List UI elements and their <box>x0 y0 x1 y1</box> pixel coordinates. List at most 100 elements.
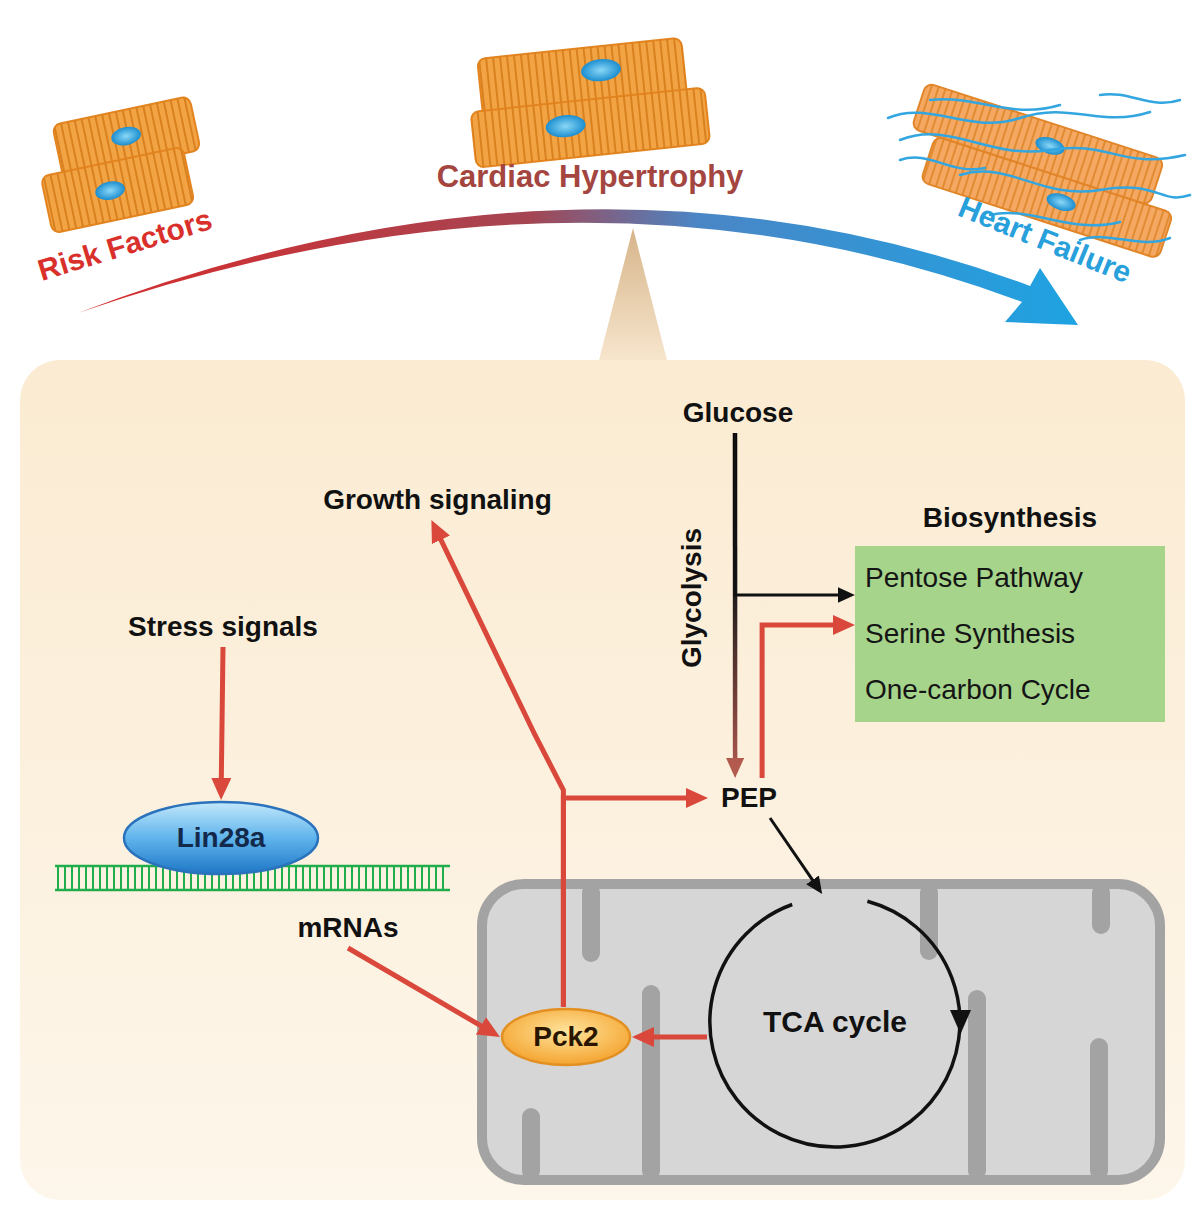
mrna-rung <box>414 866 416 890</box>
mrna-rung <box>421 866 423 890</box>
mrna-rung <box>400 866 402 890</box>
nucleus <box>580 57 622 83</box>
crista <box>582 884 600 962</box>
nucleus <box>1033 134 1066 158</box>
fiber <box>900 134 1185 159</box>
arrow-connector <box>770 818 817 886</box>
fiber <box>990 213 1120 225</box>
node-label: Growth signaling <box>323 483 552 517</box>
nucleus <box>545 113 587 139</box>
pathway-item: Serine Synthesis <box>865 617 1155 651</box>
mrna-rung <box>393 866 395 890</box>
arrow-connector <box>348 948 490 1031</box>
text-node: Stress signals <box>98 607 348 647</box>
fiber <box>1080 237 1170 242</box>
mrna-rung <box>372 866 374 890</box>
node-label: PEP <box>721 781 777 815</box>
cardiomyocyte <box>921 136 1174 259</box>
crista <box>1090 1038 1108 1180</box>
mrna-rung <box>379 866 381 890</box>
ellipse-fill <box>502 1009 630 1065</box>
striation <box>471 87 711 167</box>
cycle-arrowhead <box>950 1010 971 1034</box>
mrna-rung <box>92 866 94 890</box>
mrna-rung <box>323 866 325 890</box>
mrna-rung <box>127 866 129 890</box>
cardiomyocyte-group <box>31 96 211 233</box>
mrna-rung <box>281 866 283 890</box>
arrow-connector <box>563 798 696 1007</box>
pathway-item: One-carbon Cycle <box>865 673 1155 707</box>
mrna-rung <box>78 866 80 890</box>
pathway-box: BiosynthesisPentose PathwaySerine Synthe… <box>855 490 1165 722</box>
mrna-rung <box>344 866 346 890</box>
mrna-rung <box>309 866 311 890</box>
cycle-circle: TCA cycle <box>707 894 963 1150</box>
cardiomyocyte-group <box>897 83 1188 259</box>
pathway-item: Pentose Pathway <box>865 561 1155 595</box>
striation <box>41 147 195 234</box>
node-label: Pck2 <box>533 1020 598 1054</box>
mrna-rung <box>288 866 290 890</box>
node-label: Glucose <box>683 396 793 430</box>
nucleus <box>94 179 127 203</box>
crista <box>522 1108 540 1180</box>
ellipse-fill <box>124 802 318 874</box>
crista <box>1092 884 1110 934</box>
mrna-rung <box>407 866 409 890</box>
mrna-rung <box>316 866 318 890</box>
arrow-connector <box>221 647 223 788</box>
spotlight-beam <box>598 228 668 364</box>
cycle-arc <box>710 901 960 1147</box>
mrna-rung <box>330 866 332 890</box>
striation <box>921 136 1174 259</box>
arrow-connector <box>762 625 843 778</box>
node-label: Stress signals <box>128 610 318 644</box>
arrow-connector <box>735 433 846 595</box>
mrna-rung <box>148 866 150 890</box>
mrna-rung <box>162 866 164 890</box>
mrna-rung <box>99 866 101 890</box>
stage-label: Cardiac Hypertrophy <box>360 155 820 199</box>
fiber <box>960 172 1190 198</box>
mrna-rung <box>134 866 136 890</box>
box-heading: Biosynthesis <box>923 501 1097 535</box>
stage-label: Heart Failure <box>921 173 1169 307</box>
text-node: mRNAs <box>280 908 416 948</box>
fiber <box>888 112 1150 123</box>
node-label: Lin28a <box>177 821 266 855</box>
pathway-list-box: Pentose PathwaySerine SynthesisOne-carbo… <box>855 546 1165 722</box>
nucleus <box>1044 190 1077 214</box>
mrna-rung <box>365 866 367 890</box>
mrna-rung <box>302 866 304 890</box>
mrna-rung <box>337 866 339 890</box>
mrna-rung <box>435 866 437 890</box>
fiber <box>930 99 1060 110</box>
mrna-rung <box>155 866 157 890</box>
mrna-rung <box>351 866 353 890</box>
mrna-rung <box>120 866 122 890</box>
fibrosis-fibers <box>888 94 1190 242</box>
crista <box>642 985 660 1180</box>
mrna-rung <box>358 866 360 890</box>
stage-label: Risk Factors <box>4 191 245 299</box>
mrna-rung <box>386 866 388 890</box>
mrna-rung <box>442 866 444 890</box>
enzyme-ellipse: Pck2 <box>500 1007 632 1067</box>
mrna-rung <box>295 866 297 890</box>
mitochondrion <box>482 884 1160 1180</box>
box-heading-row: Biosynthesis <box>855 490 1165 546</box>
arrow-connector <box>644 1035 707 1040</box>
mrna-rung <box>274 866 276 890</box>
fiber <box>1100 94 1180 103</box>
node-label: TCA cycle <box>763 1005 907 1039</box>
mrna-rung <box>71 866 73 890</box>
edge-label: Glycolysis <box>672 478 712 718</box>
fiber <box>900 158 985 170</box>
crista <box>968 990 986 1180</box>
arrow-connector <box>733 433 738 767</box>
cardiomyocyte-group <box>465 36 710 168</box>
mrna-rung <box>64 866 66 890</box>
